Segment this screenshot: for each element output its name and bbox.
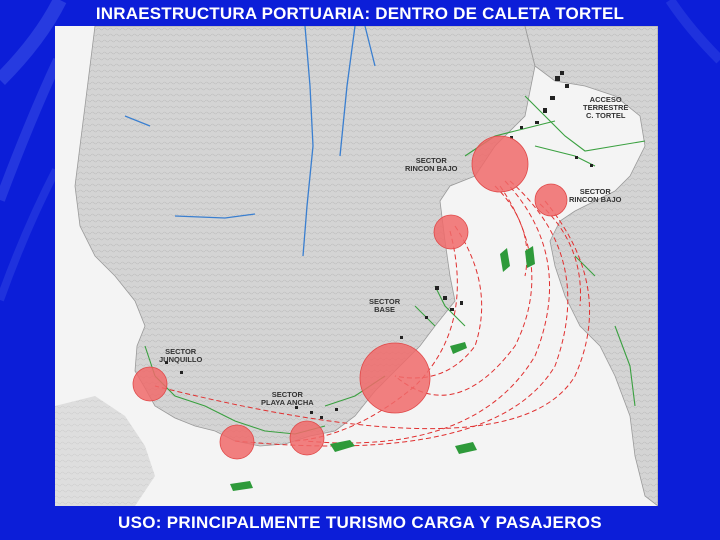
port-map: ACCESO TERRESTRE C. TORTEL SECTOR RINCON… — [55, 26, 658, 506]
port-circles — [132, 135, 568, 460]
boat-icon — [230, 481, 253, 491]
map-drawing — [55, 26, 658, 506]
label-line: C. TORTEL — [585, 111, 626, 120]
port-circle-south — [219, 424, 255, 460]
label-line: ACCESO — [589, 95, 622, 104]
slide-title: INRAESTRUCTURA PORTUARIA: DENTRO DE CALE… — [95, 4, 625, 23]
label-line: SECTOR — [415, 156, 447, 165]
label-sector-playa-ancha: SECTOR PLAYA ANCHA — [261, 391, 314, 407]
label-line: TERRESTRE — [583, 103, 629, 112]
label-line: SECTOR — [165, 347, 197, 356]
port-circle-rincon-bajo-2 — [534, 183, 568, 217]
label-line: BASE — [374, 305, 395, 314]
rivers — [124, 26, 376, 257]
boats — [230, 246, 535, 491]
label-sector-rincon-bajo-2: SECTOR RINCON BAJO — [569, 188, 622, 204]
port-circle-base — [359, 342, 431, 414]
boat-icon — [455, 442, 477, 454]
boat-icon — [500, 248, 510, 272]
slide-caption: USO: PRINCIPALMENTE TURISMO CARGA Y PASA… — [118, 513, 602, 532]
port-circle-rincon-bajo-1 — [471, 135, 529, 193]
boat-icon — [330, 440, 355, 452]
port-circle-playa-ancha — [289, 420, 325, 456]
buildings — [165, 71, 593, 419]
label-line: PLAYA ANCHA — [261, 398, 314, 407]
label-line: SECTOR — [369, 297, 401, 306]
label-line: JUNQUILLO — [159, 355, 203, 364]
label-acceso-terrestre: ACCESO TERRESTRE C. TORTEL — [583, 96, 628, 120]
label-line: SECTOR — [271, 390, 303, 399]
boat-icon — [450, 342, 467, 354]
landmass-east — [524, 26, 658, 506]
port-circle-mid — [433, 214, 469, 250]
port-circle-junquillo — [132, 366, 168, 402]
landmass-southwest — [55, 396, 155, 506]
label-line: RINCON BAJO — [405, 164, 458, 173]
label-sector-rincon-bajo-1: SECTOR RINCON BAJO — [405, 157, 458, 173]
label-line: SECTOR — [579, 187, 611, 196]
label-sector-base: SECTOR BASE — [369, 298, 400, 314]
label-sector-junquillo: SECTOR JUNQUILLO — [159, 348, 202, 364]
boat-icon — [525, 246, 535, 268]
label-line: RINCON BAJO — [569, 195, 622, 204]
